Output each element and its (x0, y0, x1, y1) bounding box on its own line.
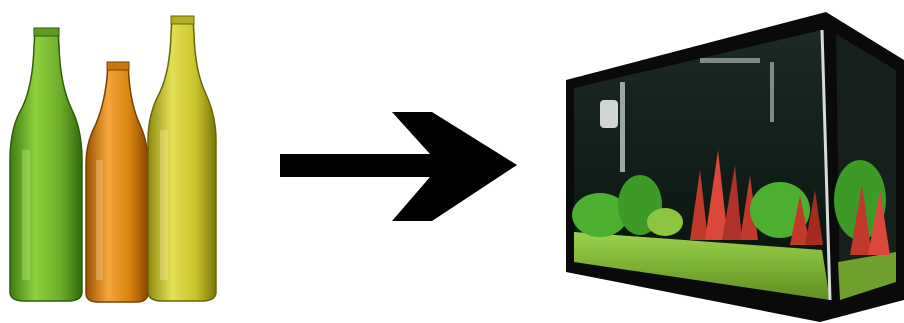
spray-bar (700, 58, 760, 63)
arrow-right-icon (280, 112, 517, 221)
yellow-green-bottle (148, 16, 216, 301)
outflow-pipe (770, 62, 774, 122)
green-bottle (10, 28, 82, 301)
filter-pipe (620, 82, 625, 172)
filter-intake (600, 100, 618, 128)
aquarium (566, 12, 904, 322)
amber-bottle (86, 62, 148, 302)
